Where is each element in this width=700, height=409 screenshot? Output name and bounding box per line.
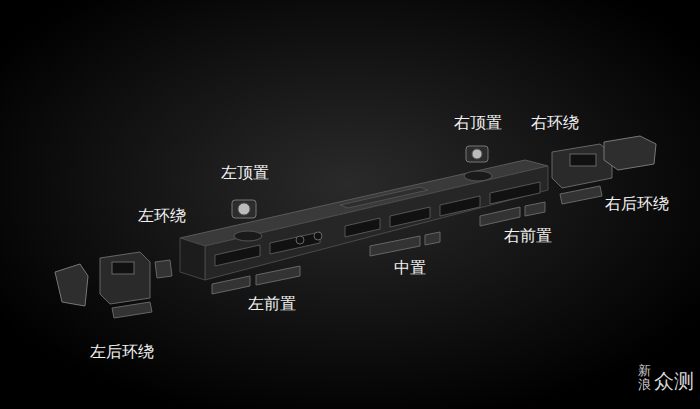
part-label: 左环绕: [138, 206, 186, 225]
watermark: 众测: [654, 369, 694, 393]
cavity: [464, 171, 492, 181]
right-rear-surround: [604, 136, 656, 170]
part-label: 右前置: [504, 226, 552, 245]
part-label: 左顶置: [221, 163, 269, 182]
part-label: 右后环绕: [605, 194, 669, 213]
bar-top: [180, 160, 548, 246]
grille: [340, 187, 428, 208]
top-driver: [232, 146, 488, 218]
front-drivers: [212, 202, 545, 294]
part-label: 右顶置: [454, 113, 502, 132]
bar-front: [205, 166, 548, 280]
right-surround: [552, 144, 612, 204]
watermark: 新浪: [638, 364, 651, 393]
part-label: 左前置: [248, 294, 296, 313]
part-label: 左后环绕: [90, 342, 154, 361]
left-rear-surround: [55, 264, 88, 306]
cavity: [234, 231, 262, 241]
left-surround: [100, 252, 172, 318]
part-label: 中置: [394, 258, 426, 277]
part-label: 右环绕: [531, 113, 579, 132]
bar-end: [180, 238, 205, 280]
front-openings: [215, 182, 540, 266]
